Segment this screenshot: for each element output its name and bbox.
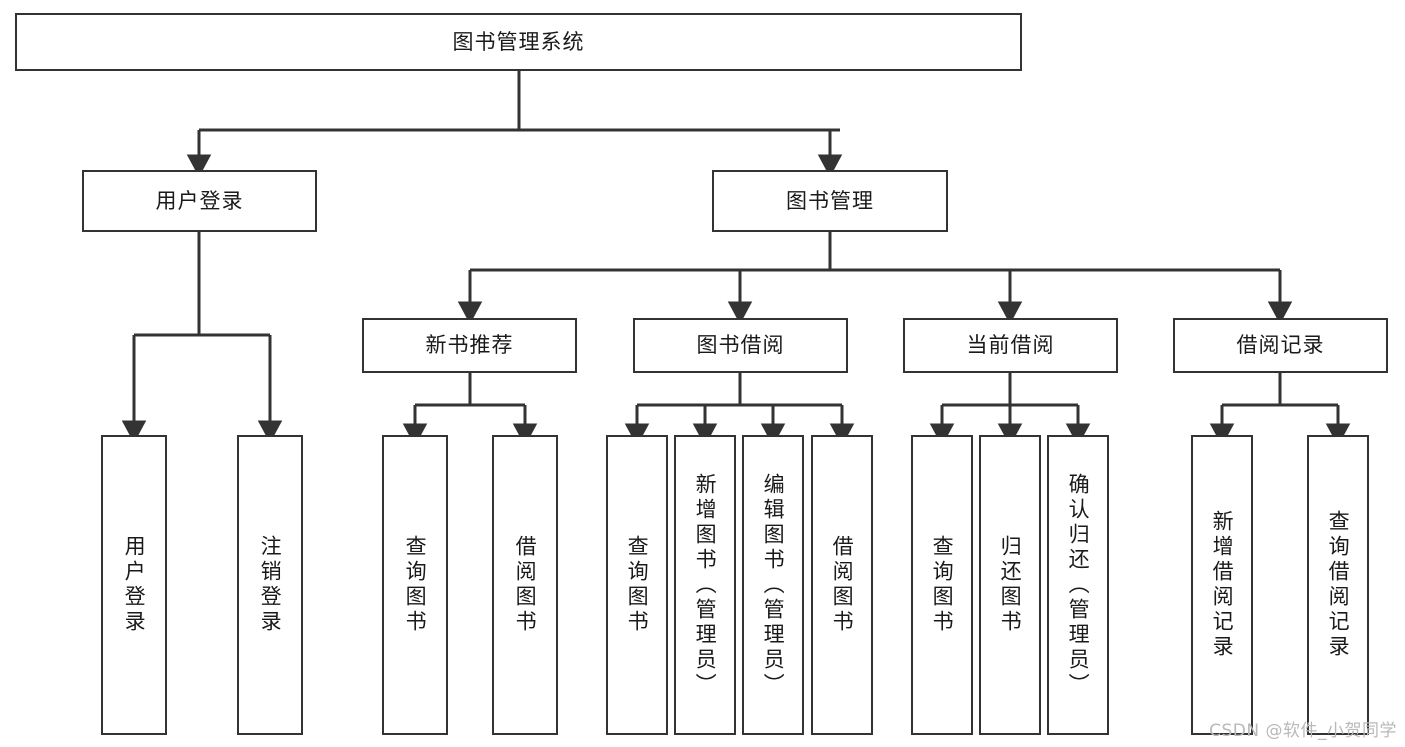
node-current-borrow-label: 当前借阅 <box>966 333 1055 358</box>
leaf-query-book-3[interactable]: 查询图书 <box>911 435 973 735</box>
node-book-manage[interactable]: 图书管理 <box>712 170 948 232</box>
node-user-login[interactable]: 用户登录 <box>82 170 317 232</box>
leaf-borrow-book-1[interactable]: 借阅图书 <box>492 435 558 735</box>
node-root[interactable]: 图书管理系统 <box>15 13 1022 71</box>
leaf-confirm-return-label: 确认归还（管理员） <box>1066 472 1091 698</box>
node-borrow-record[interactable]: 借阅记录 <box>1173 318 1388 373</box>
leaf-user-logout-label: 注销登录 <box>258 535 283 635</box>
leaf-query-book-2[interactable]: 查询图书 <box>606 435 668 735</box>
leaf-user-login-label: 用户登录 <box>122 535 147 635</box>
leaf-user-login[interactable]: 用户登录 <box>101 435 167 735</box>
node-root-label: 图书管理系统 <box>452 29 585 54</box>
node-borrow-record-label: 借阅记录 <box>1236 333 1325 358</box>
node-book-borrow-label: 图书借阅 <box>696 333 785 358</box>
node-book-borrow[interactable]: 图书借阅 <box>633 318 848 373</box>
node-book-manage-label: 图书管理 <box>786 188 874 213</box>
leaf-edit-book-label: 编辑图书（管理员） <box>761 472 786 698</box>
leaf-query-record[interactable]: 查询借阅记录 <box>1307 435 1369 735</box>
leaf-query-book-2-label: 查询图书 <box>625 535 650 635</box>
leaf-user-logout[interactable]: 注销登录 <box>237 435 303 735</box>
leaf-add-record-label: 新增借阅记录 <box>1210 510 1235 660</box>
leaf-query-book-3-label: 查询图书 <box>930 535 955 635</box>
node-user-login-label: 用户登录 <box>155 188 244 213</box>
node-current-borrow[interactable]: 当前借阅 <box>903 318 1118 373</box>
leaf-add-book-label: 新增图书（管理员） <box>693 472 718 698</box>
leaf-borrow-book-2[interactable]: 借阅图书 <box>811 435 873 735</box>
leaf-borrow-book-2-label: 借阅图书 <box>830 535 855 635</box>
node-new-book-recommend-label: 新书推荐 <box>425 333 514 358</box>
leaf-query-record-label: 查询借阅记录 <box>1326 510 1351 660</box>
leaf-return-book-label: 归还图书 <box>998 535 1023 635</box>
leaf-borrow-book-1-label: 借阅图书 <box>513 535 538 635</box>
leaf-confirm-return[interactable]: 确认归还（管理员） <box>1047 435 1109 735</box>
leaf-add-record[interactable]: 新增借阅记录 <box>1191 435 1253 735</box>
leaf-return-book[interactable]: 归还图书 <box>979 435 1041 735</box>
leaf-query-book-1[interactable]: 查询图书 <box>382 435 448 735</box>
node-new-book-recommend[interactable]: 新书推荐 <box>362 318 577 373</box>
leaf-add-book[interactable]: 新增图书（管理员） <box>674 435 736 735</box>
leaf-edit-book[interactable]: 编辑图书（管理员） <box>742 435 804 735</box>
leaf-query-book-1-label: 查询图书 <box>403 535 428 635</box>
